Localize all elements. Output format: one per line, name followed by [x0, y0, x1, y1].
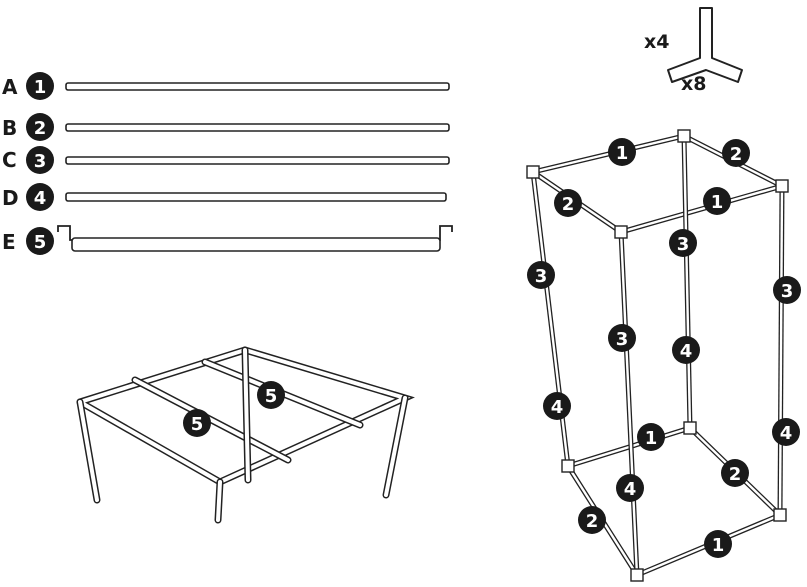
- part-letter: B: [2, 116, 17, 140]
- frame-label: 4: [680, 341, 693, 362]
- part-number: 1: [34, 77, 47, 98]
- frame-label: 1: [645, 428, 658, 449]
- corner-joint: [677, 129, 691, 143]
- part-letter: A: [2, 75, 18, 99]
- number-badge: [26, 113, 54, 141]
- frame-label: 2: [562, 194, 575, 215]
- pole-b: [65, 123, 450, 132]
- part-row-e: E 5: [2, 225, 453, 255]
- corner-joint: [683, 421, 697, 435]
- connector-icon: [667, 7, 743, 83]
- pole-c: [65, 156, 450, 165]
- corner-joint: [775, 179, 789, 193]
- full-frame: 1 2 2 1 3 3 3 3 4 4 4 1 2 4 2 1: [526, 129, 801, 582]
- corner-joint: [526, 165, 540, 179]
- pole-a: [65, 82, 450, 91]
- number-badge: [26, 146, 54, 174]
- frame-label: 4: [551, 397, 564, 418]
- part-number: 5: [34, 232, 47, 253]
- frame-label: 1: [712, 535, 725, 556]
- frame-label: 2: [586, 511, 599, 532]
- frame-label: 3: [781, 281, 794, 302]
- frame-bottom: [565, 425, 785, 579]
- frame-label: 3: [535, 266, 548, 287]
- number-badge: [26, 183, 54, 211]
- pole-d: [65, 192, 447, 202]
- part-number: 2: [34, 118, 47, 139]
- number-badge: [257, 381, 285, 409]
- part-row-d: D 4: [2, 183, 447, 211]
- frame-label: 1: [616, 143, 629, 164]
- part-row-c: C 3: [2, 146, 450, 174]
- frame-label: 4: [780, 423, 793, 444]
- corner-joint: [561, 459, 575, 473]
- part-letter: C: [2, 148, 17, 172]
- corner-joint: [630, 568, 644, 582]
- part-letter: D: [2, 186, 19, 210]
- part-row-b: B 2: [2, 113, 450, 141]
- parts-list: A 1 B 2 C 3 D 4 E 5: [2, 72, 453, 255]
- frame-label: 2: [729, 464, 742, 485]
- frame-label: 2: [730, 144, 743, 165]
- number-badge: [183, 409, 211, 437]
- frame-label: 1: [711, 192, 724, 213]
- part-number: 4: [34, 188, 47, 209]
- roof-frame: 5 5: [76, 346, 415, 524]
- part-letter: E: [2, 230, 16, 254]
- number-badge: [26, 227, 54, 255]
- part-row-a: A 1: [2, 72, 450, 100]
- roof-label: 5: [191, 414, 204, 435]
- roof-label: 5: [265, 386, 278, 407]
- corner-joint: [614, 225, 628, 239]
- frame-badges: 1 2 2 1 3 3 3 3 4 4 4 1 2 4 2 1: [527, 138, 801, 558]
- frame-label: 4: [624, 479, 637, 500]
- connector-qty-top: x4: [644, 31, 669, 53]
- corner-joint: [773, 508, 787, 522]
- connector-qty-bottom: x8: [681, 73, 706, 95]
- part-number: 3: [34, 151, 47, 172]
- number-badge: [26, 72, 54, 100]
- pole-e: [71, 237, 441, 252]
- three-way-connector: x4 x8: [644, 7, 743, 95]
- frame-label: 3: [677, 234, 690, 255]
- frame-label: 3: [616, 329, 629, 350]
